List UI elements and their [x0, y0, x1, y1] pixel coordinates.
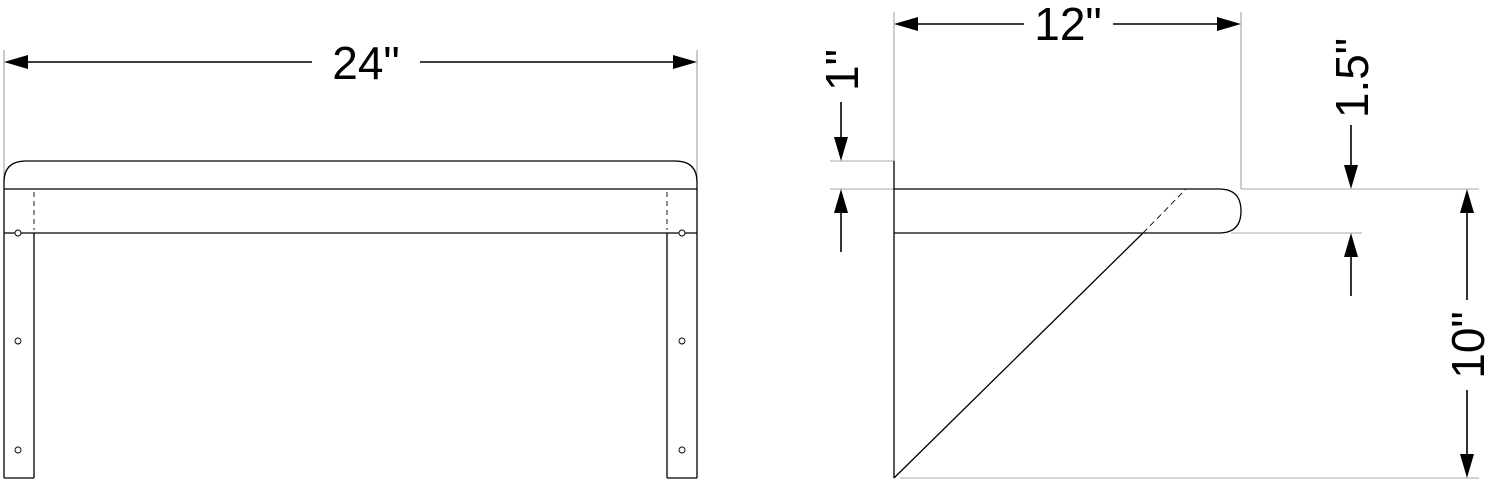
shelf-top-edge: [3, 160, 698, 189]
front-view: 24": [3, 37, 698, 479]
mounting-hole: [14, 446, 22, 454]
bracket-diagonal: [893, 232, 1144, 479]
width-label: 24": [332, 37, 400, 89]
left-bracket: [3, 189, 35, 479]
side-view: 12" 1" 1.5" 10": [816, 0, 1489, 479]
height-dimension: 10": [900, 189, 1489, 479]
edge-arrow-down: [1344, 165, 1358, 189]
bracket-diagonal-hidden: [1142, 188, 1187, 234]
width-arrow-left: [4, 55, 28, 69]
mounting-hole: [678, 229, 686, 237]
edge-arrow-up: [1344, 233, 1358, 257]
top-gap-label: 1": [816, 49, 868, 91]
width-arrow-right: [673, 55, 697, 69]
edge-dimension: 1.5": [1231, 38, 1479, 296]
height-label: 10": [1442, 311, 1489, 379]
shelf-profile: [894, 188, 1242, 234]
depth-label: 12": [1034, 0, 1102, 50]
top-gap-arrow-down: [834, 137, 848, 161]
height-arrow-down: [1460, 454, 1474, 478]
height-arrow-up: [1460, 189, 1474, 213]
mounting-hole: [14, 337, 22, 345]
top-gap-arrow-up: [834, 189, 848, 213]
right-bracket: [666, 189, 698, 479]
width-dimension: 24": [4, 37, 697, 89]
mounting-hole: [678, 337, 686, 345]
depth-arrow-left: [894, 17, 918, 31]
depth-dimension: 12": [893, 0, 1242, 189]
depth-arrow-right: [1217, 17, 1241, 31]
edge-label: 1.5": [1326, 38, 1378, 118]
mounting-hole: [14, 229, 22, 237]
top-gap-dimension: 1": [816, 49, 894, 252]
mounting-hole: [678, 446, 686, 454]
